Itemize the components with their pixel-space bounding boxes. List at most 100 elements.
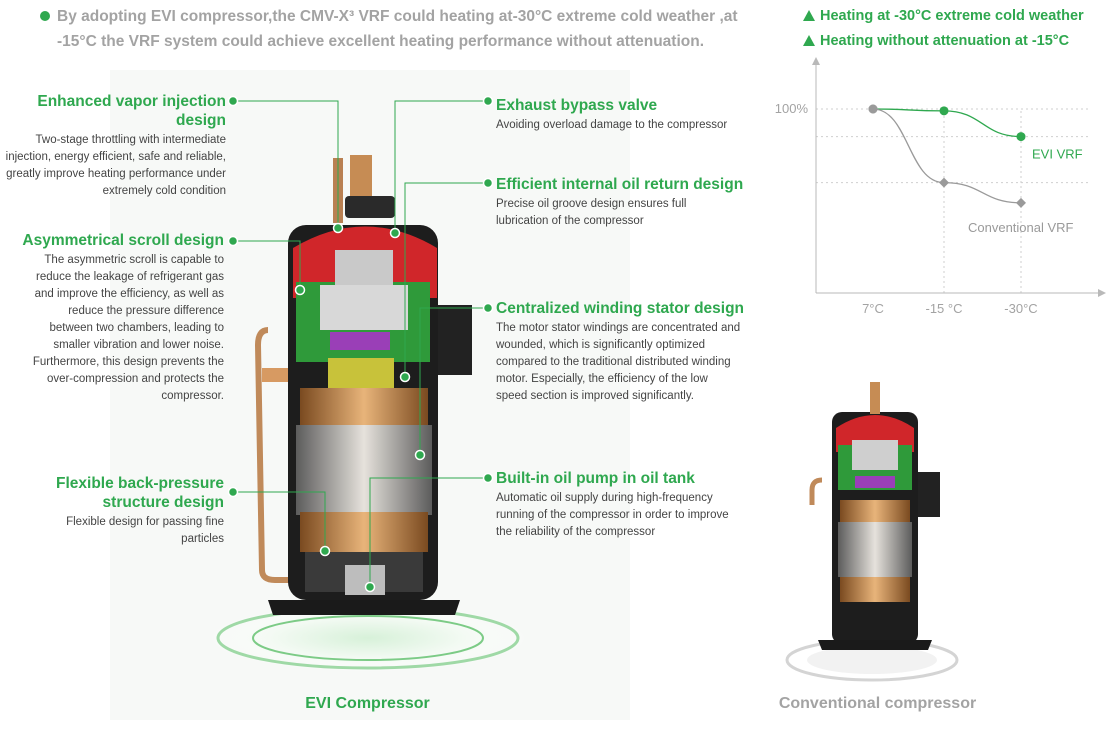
base-glow (208, 604, 528, 672)
desc-line: lubrication of the compressor (496, 215, 644, 227)
leader-dot (482, 95, 494, 107)
feature-stator: Centralized winding stator design The mo… (496, 299, 756, 405)
highlight-text: Heating at -30°C extreme cold weather (820, 8, 1084, 24)
feature-oilpump: Built-in oil pump in oil tank Automatic … (496, 469, 756, 541)
leader-scroll (233, 240, 301, 290)
desc-line: Flexible design for passing fine (66, 516, 224, 528)
desc-line: The motor stator windings are concentrat… (496, 322, 741, 334)
desc-line: speed section is improved significantly. (496, 390, 694, 402)
desc-line: particles (181, 533, 224, 545)
feature-backpressure: Flexible back-pressure structure design … (0, 474, 224, 548)
y-axis-arrow-icon (812, 57, 820, 65)
desc-line: reduce the leakage of refrigerant gas (36, 271, 224, 283)
intro-text: By adopting EVI compressor,the CMV-X³ VR… (57, 8, 738, 50)
suction-pipe (254, 327, 305, 583)
conv-stator (838, 522, 912, 577)
conv-scroll (852, 440, 898, 470)
conv-winding-bottom (840, 577, 910, 602)
series-labels: EVI VRF Conventional VRF (968, 147, 1083, 235)
desc-line: extremely cold condition (102, 185, 226, 197)
leader-dot (482, 472, 494, 484)
series-label: Conventional VRF (968, 220, 1074, 235)
scroll-top (335, 250, 393, 290)
leader-dot (364, 581, 376, 593)
feature-desc: Avoiding overload damage to the compress… (496, 117, 756, 134)
leader-dot (227, 486, 239, 498)
scroll-body (320, 285, 408, 330)
leader-dot (414, 449, 426, 461)
highlight-item: Heating at -30°C extreme cold weather (803, 4, 1084, 29)
desc-line: wounded, which is significantly optimize… (496, 339, 706, 351)
motor-stator (296, 425, 432, 515)
oil-pump (345, 565, 385, 595)
mount-feet (268, 600, 460, 615)
desc-line: Precise oil groove design ensures full (496, 198, 687, 210)
feature-desc: Precise oil groove design ensures full l… (496, 196, 756, 230)
series-label: EVI VRF (1032, 147, 1083, 162)
desc-line: and improve the efficiency, as well as (34, 288, 224, 300)
feature-desc: Flexible design for passing fine particl… (0, 514, 224, 548)
desc-line: reduce the pressure difference (68, 305, 224, 317)
desc-line: injection, energy efficient, safe and re… (5, 151, 226, 163)
feature-title: Built-in oil pump in oil tank (496, 470, 695, 487)
leader-dot (399, 371, 411, 383)
heating-chart: 100% 7°C-15 °C-30°C EVI VRF Conventional … (775, 57, 1106, 316)
series-line (872, 108, 1022, 204)
desc-line: Two-stage throttling with intermediate (35, 134, 226, 146)
leader-dot (319, 545, 331, 557)
desc-line: the reliability of the compressor (496, 526, 656, 538)
highlight-item: Heating without attenuation at -15°C (803, 29, 1084, 54)
data-point-diamond (939, 177, 949, 188)
conv-terminal-box (918, 472, 940, 517)
leader-dot (389, 227, 401, 239)
series-layer (868, 104, 1026, 208)
balancer-yellow (328, 358, 394, 388)
x-axis-arrow-icon (1098, 289, 1106, 297)
desc-line: Avoiding overload damage to the compress… (496, 119, 728, 131)
feature-desc: Automatic oil supply during high-frequen… (496, 490, 756, 541)
desc-line: smaller vibration and lower noise. (53, 339, 224, 351)
desc-line: greatly improve heating performance unde… (6, 168, 226, 180)
feature-title-line2: structure design (102, 494, 224, 511)
feature-scroll: Asymmetrical scroll design The asymmetri… (0, 231, 224, 405)
feature-oilreturn: Efficient internal oil return design Pre… (496, 175, 756, 230)
feature-title: Efficient internal oil return design (496, 176, 744, 193)
terminal-box (438, 305, 472, 375)
leader-evi (233, 100, 339, 228)
conv-feet (818, 640, 932, 650)
x-tick-label: 7°C (862, 301, 884, 316)
highlights-list: Heating at -30°C extreme cold weather He… (803, 4, 1084, 54)
leader-oilreturn (404, 182, 488, 377)
evi-caption: EVI Compressor (305, 695, 430, 712)
top-bracket (345, 196, 395, 218)
leader-dot (294, 284, 306, 296)
leader-dot (482, 177, 494, 189)
conv-base-glow (807, 646, 937, 674)
data-point-circle (868, 104, 878, 114)
desc-line: The asymmetric scroll is capable to (44, 254, 224, 266)
bearing-purple (330, 332, 390, 350)
x-tick-labels: 7°C-15 °C-30°C (862, 301, 1038, 316)
winding-bottom (300, 512, 428, 552)
leader-backpressure (233, 491, 326, 551)
winding-top (300, 388, 428, 426)
desc-line: Automatic oil supply during high-frequen… (496, 492, 713, 504)
intro-paragraph: By adopting EVI compressor,the CMV-X³ VR… (40, 4, 740, 54)
desc-line: over-compression and protects the (46, 373, 224, 385)
feature-evi: Enhanced vapor injection design Two-stag… (0, 92, 226, 200)
feature-title: Asymmetrical scroll design (22, 232, 224, 249)
leader-exhaust (394, 100, 488, 233)
x-tick-label: -30°C (1004, 301, 1037, 316)
feature-exhaust: Exhaust bypass valve Avoiding overload d… (496, 96, 756, 134)
desc-line: between two chambers, leading to (49, 322, 224, 334)
leader-dot (482, 302, 494, 314)
desc-line: compressor. (161, 390, 224, 402)
y-tick-label: 100% (775, 101, 809, 116)
highlight-text: Heating without attenuation at -15°C (820, 33, 1070, 49)
feature-desc: The asymmetric scroll is capable to redu… (0, 252, 224, 405)
conv-suction-pipe (809, 477, 823, 505)
data-point-circle (1016, 132, 1026, 142)
desc-line: compared to the traditional distributed … (496, 356, 731, 368)
feature-title-line1: Flexible back-pressure (56, 475, 224, 492)
